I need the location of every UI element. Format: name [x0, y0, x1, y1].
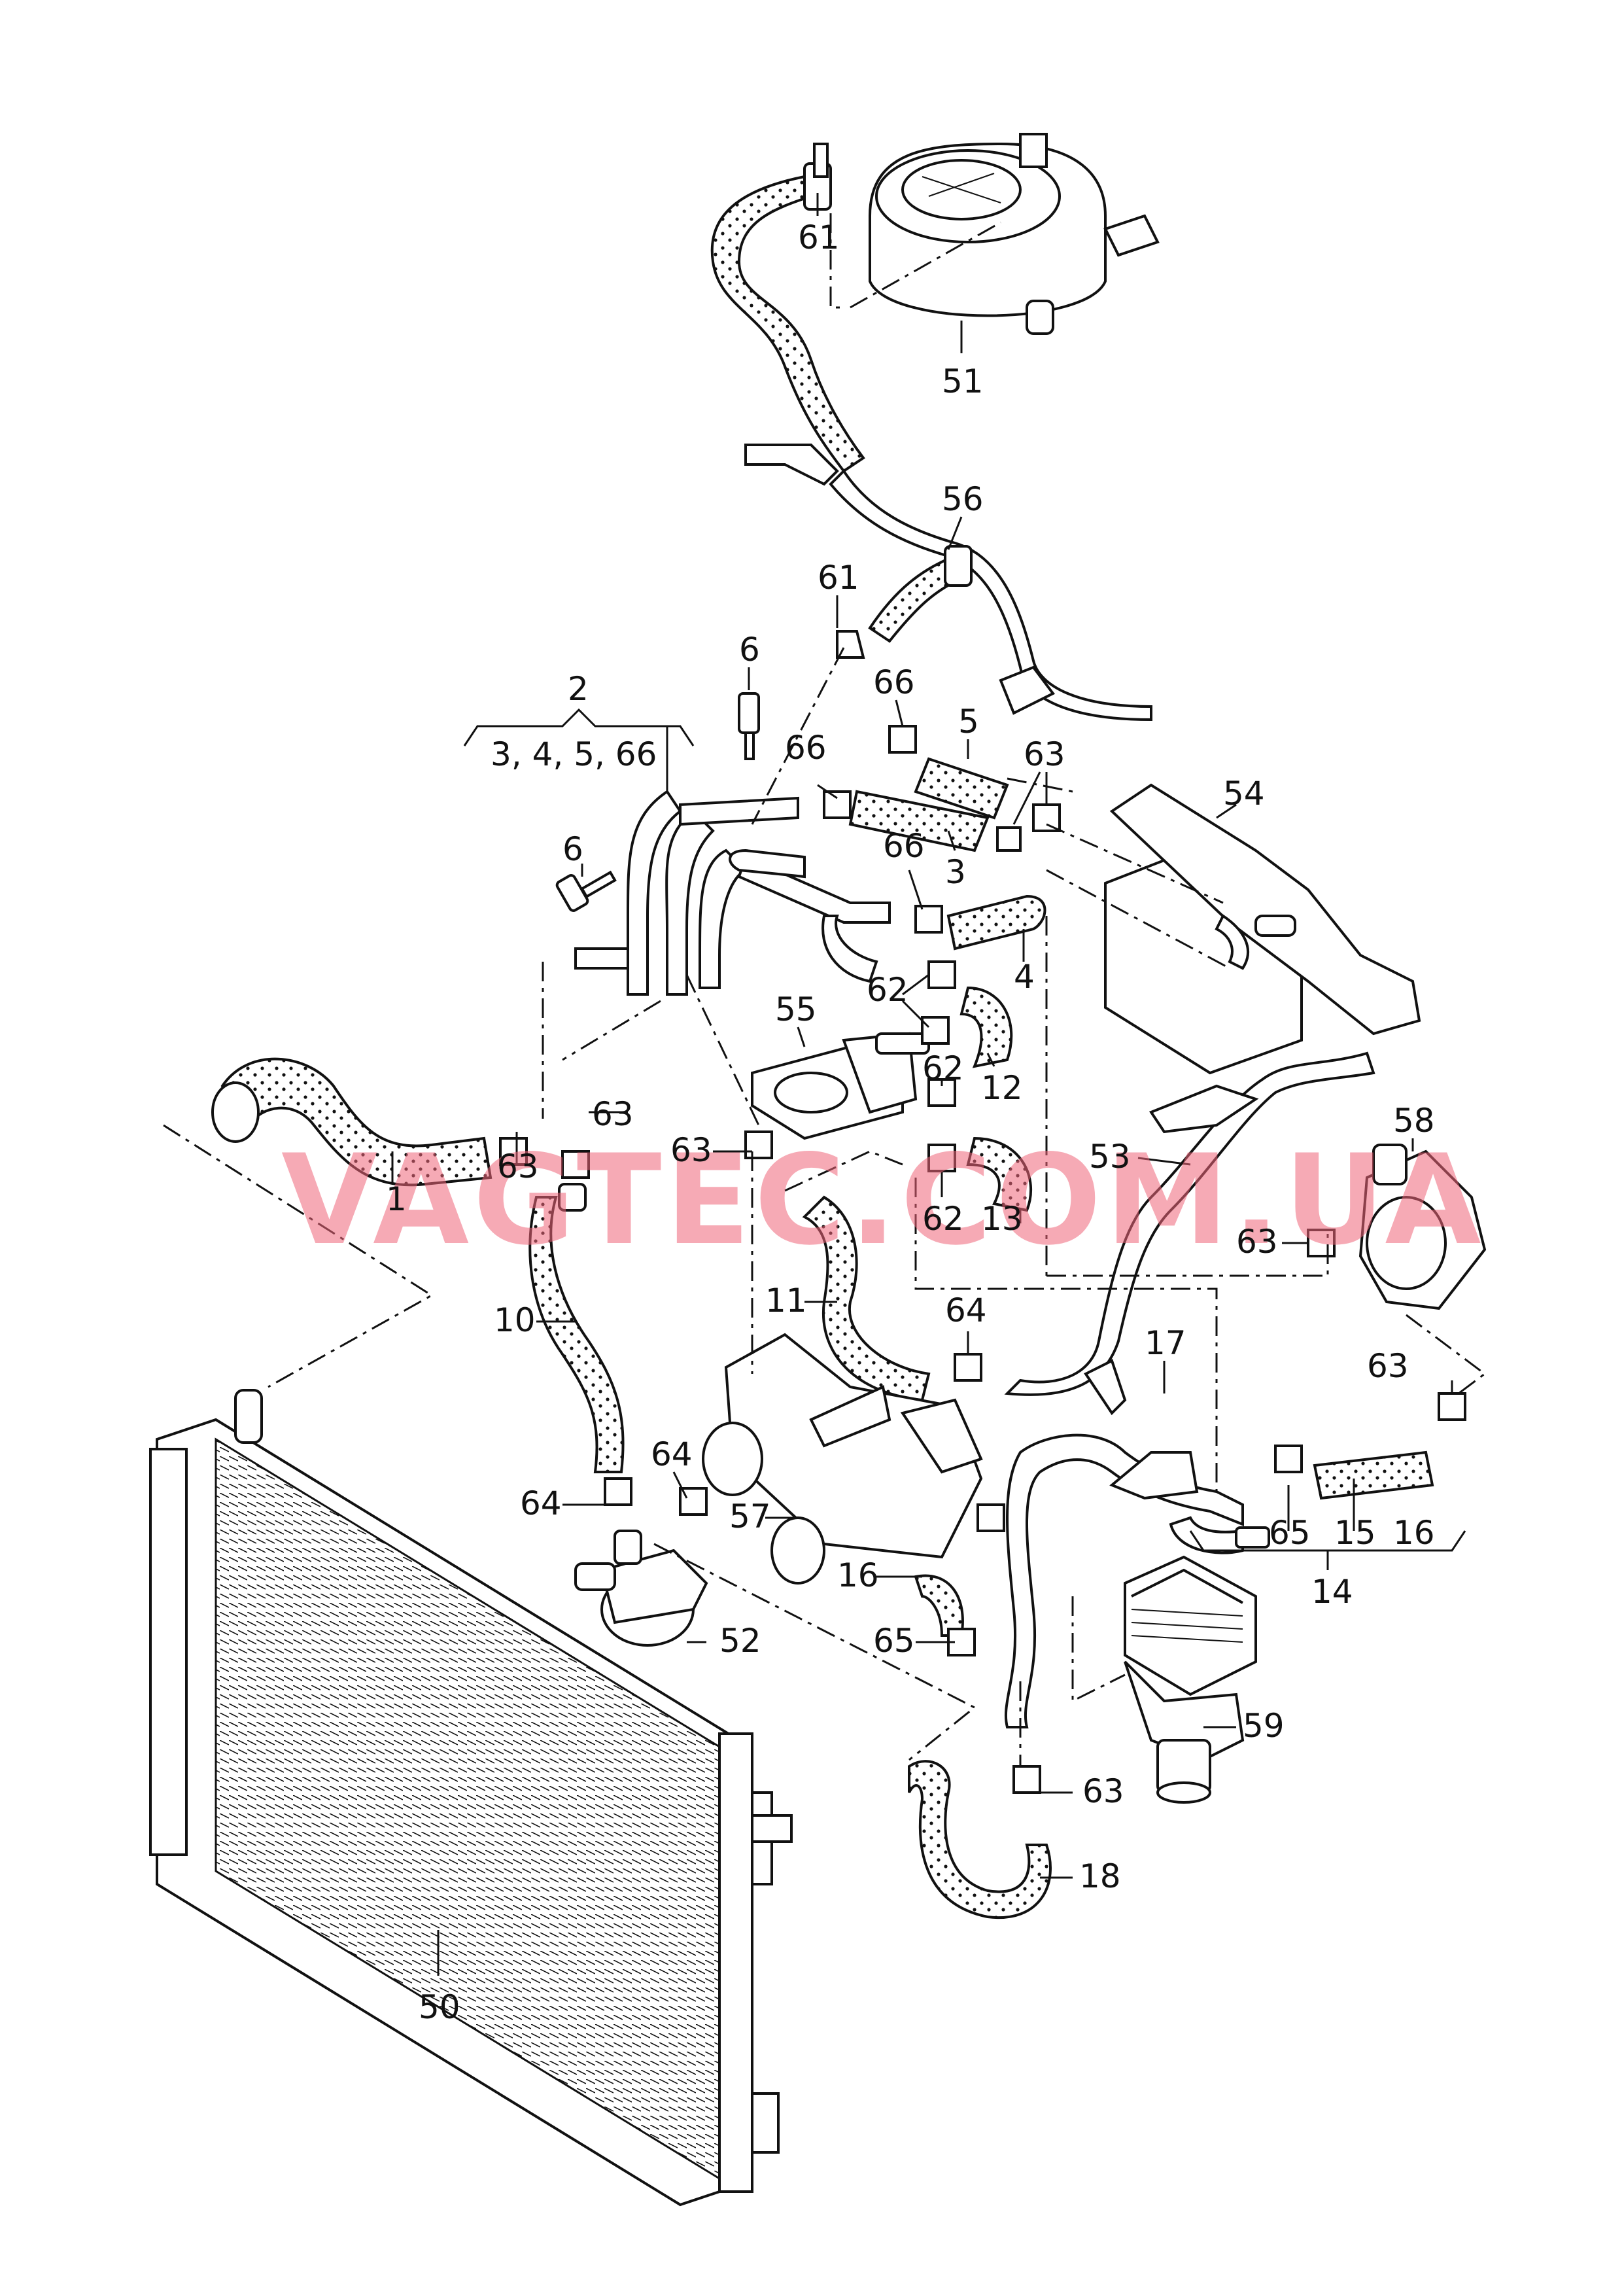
- callout-63: 63: [592, 1095, 634, 1133]
- callout-4: 4: [1014, 958, 1035, 996]
- callout-63: 63: [670, 1131, 712, 1169]
- callout-13: 13: [981, 1200, 1023, 1238]
- callout-66: 66: [873, 663, 915, 701]
- hose-1: [211, 1057, 492, 1187]
- callout-66: 66: [785, 729, 827, 767]
- callout-61: 61: [818, 559, 859, 597]
- hose-10: [528, 1183, 625, 1473]
- egr-cooler: [1104, 783, 1421, 1075]
- callout-11: 11: [765, 1282, 807, 1320]
- hose-16: [914, 1574, 964, 1637]
- callout-65: 65: [1269, 1514, 1311, 1552]
- coolant-pipe-14: [1004, 1433, 1270, 1728]
- vacuum-pump: [1358, 1144, 1487, 1310]
- callout-63: 63: [1236, 1223, 1278, 1261]
- hose-15: [1313, 1450, 1434, 1500]
- callout-62: 62: [922, 1200, 964, 1238]
- callout-10: 10: [494, 1301, 536, 1339]
- callout-labels: 61 51 56 61 6 2 3, 4, 5, 66 66 5 66 63 5…: [386, 219, 1435, 2026]
- callout-59: 59: [1243, 1707, 1285, 1745]
- callout-57: 57: [729, 1498, 771, 1535]
- callout-17: 17: [1145, 1324, 1186, 1362]
- callout-63: 63: [1024, 735, 1065, 773]
- callout-64: 64: [520, 1484, 562, 1522]
- callout-56: 56: [942, 480, 984, 518]
- connection-lines: [163, 177, 1487, 1766]
- callout-62: 62: [922, 1049, 964, 1087]
- coolant-pipe-53: [1004, 1051, 1375, 1416]
- callout-1: 1: [386, 1180, 407, 1218]
- callout-54: 54: [1223, 775, 1265, 813]
- callout-16: 16: [837, 1556, 879, 1594]
- callout-15: 15: [1334, 1514, 1376, 1552]
- hose-13: [966, 1136, 1033, 1212]
- callout-64: 64: [945, 1291, 987, 1329]
- callout-62: 62: [867, 971, 908, 1009]
- auxiliary-coolant-pump: [574, 1530, 708, 1647]
- callout-58: 58: [1393, 1102, 1435, 1140]
- callout-14: 14: [1311, 1573, 1353, 1611]
- hose-18: [908, 1760, 1052, 1919]
- callout-63: 63: [497, 1148, 539, 1185]
- callout-2-members: 3, 4, 5, 66: [491, 735, 657, 773]
- pipe-assembly: [574, 790, 891, 996]
- callout-65: 65: [873, 1622, 915, 1660]
- hose-12: [959, 986, 1013, 1068]
- egr-valve: [751, 1032, 930, 1140]
- callout-53: 53: [1089, 1138, 1131, 1176]
- expansion-tank: [869, 133, 1160, 335]
- callout-16: 16: [1393, 1514, 1435, 1552]
- callout-61: 61: [798, 219, 840, 256]
- callout-63: 63: [1367, 1347, 1409, 1385]
- callout-3: 3: [945, 853, 966, 891]
- callout-12: 12: [981, 1069, 1023, 1107]
- callout-50: 50: [419, 1988, 460, 2026]
- callout-66: 66: [883, 827, 925, 865]
- bolt: [738, 692, 760, 760]
- oil-filter-housing: [1124, 1555, 1257, 1804]
- hose-5: [914, 757, 1009, 820]
- callout-6: 6: [562, 830, 583, 868]
- callout-64: 64: [651, 1435, 693, 1473]
- callout-52: 52: [719, 1622, 761, 1660]
- callout-6: 6: [739, 631, 760, 669]
- callout-2: 2: [568, 670, 589, 708]
- callout-51: 51: [942, 362, 984, 400]
- watermark: VAGTEC.COM.UA: [281, 1128, 1485, 1272]
- callout-5: 5: [958, 703, 979, 741]
- thermostat-housing: [702, 1333, 983, 1585]
- callout-55: 55: [775, 990, 817, 1028]
- callout-18: 18: [1079, 1857, 1121, 1895]
- callout-63: 63: [1082, 1772, 1124, 1810]
- hose-3: [848, 790, 990, 852]
- radiator: [149, 1389, 793, 2207]
- bolt: [555, 870, 617, 912]
- leader-lines: [391, 193, 1466, 1976]
- hose-4: [946, 894, 1046, 951]
